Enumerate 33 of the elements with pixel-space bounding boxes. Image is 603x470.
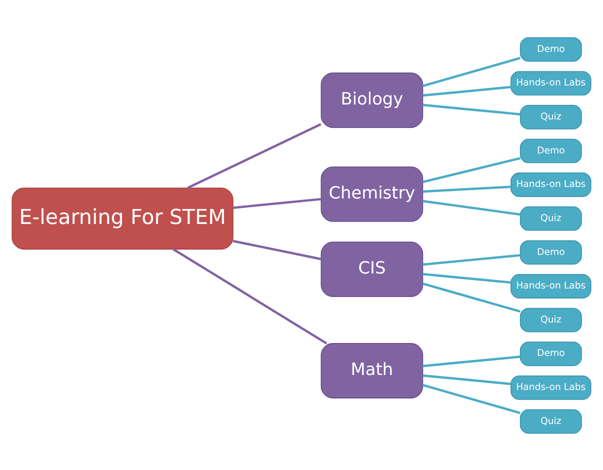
node-box: Biology xyxy=(320,72,424,128)
node-box: Hands-on Labs xyxy=(510,172,592,196)
node-box: Quiz xyxy=(520,307,582,332)
node-box: Quiz xyxy=(520,408,582,434)
connector xyxy=(422,56,521,87)
connector xyxy=(422,185,511,192)
node-box: Math xyxy=(320,342,424,398)
node-box: Hands-on Labs xyxy=(510,70,592,96)
connector xyxy=(422,103,520,115)
node-box: E-learning For STEM xyxy=(12,187,234,250)
connector xyxy=(422,383,521,414)
node-box: Hands-on Labs xyxy=(510,374,592,400)
node-box: Quiz xyxy=(520,104,582,129)
node-box: Chemistry xyxy=(320,166,424,222)
node-box: Hands-on Labs xyxy=(510,274,592,298)
node-box: Demo xyxy=(520,138,582,163)
connector xyxy=(422,85,512,96)
node-box: Quiz xyxy=(520,206,582,230)
connector xyxy=(422,272,512,284)
connector xyxy=(422,355,520,367)
node-box: Demo xyxy=(520,36,582,62)
connector xyxy=(233,197,322,208)
connector xyxy=(422,199,520,216)
connector xyxy=(232,239,322,260)
node-box: Demo xyxy=(520,341,582,366)
connector xyxy=(187,122,322,189)
connector xyxy=(172,248,328,344)
connector xyxy=(422,374,512,385)
connector xyxy=(422,156,520,183)
node-box: CIS xyxy=(320,241,424,297)
connector xyxy=(422,254,520,266)
node-box: Demo xyxy=(520,240,582,264)
connector xyxy=(422,282,521,312)
